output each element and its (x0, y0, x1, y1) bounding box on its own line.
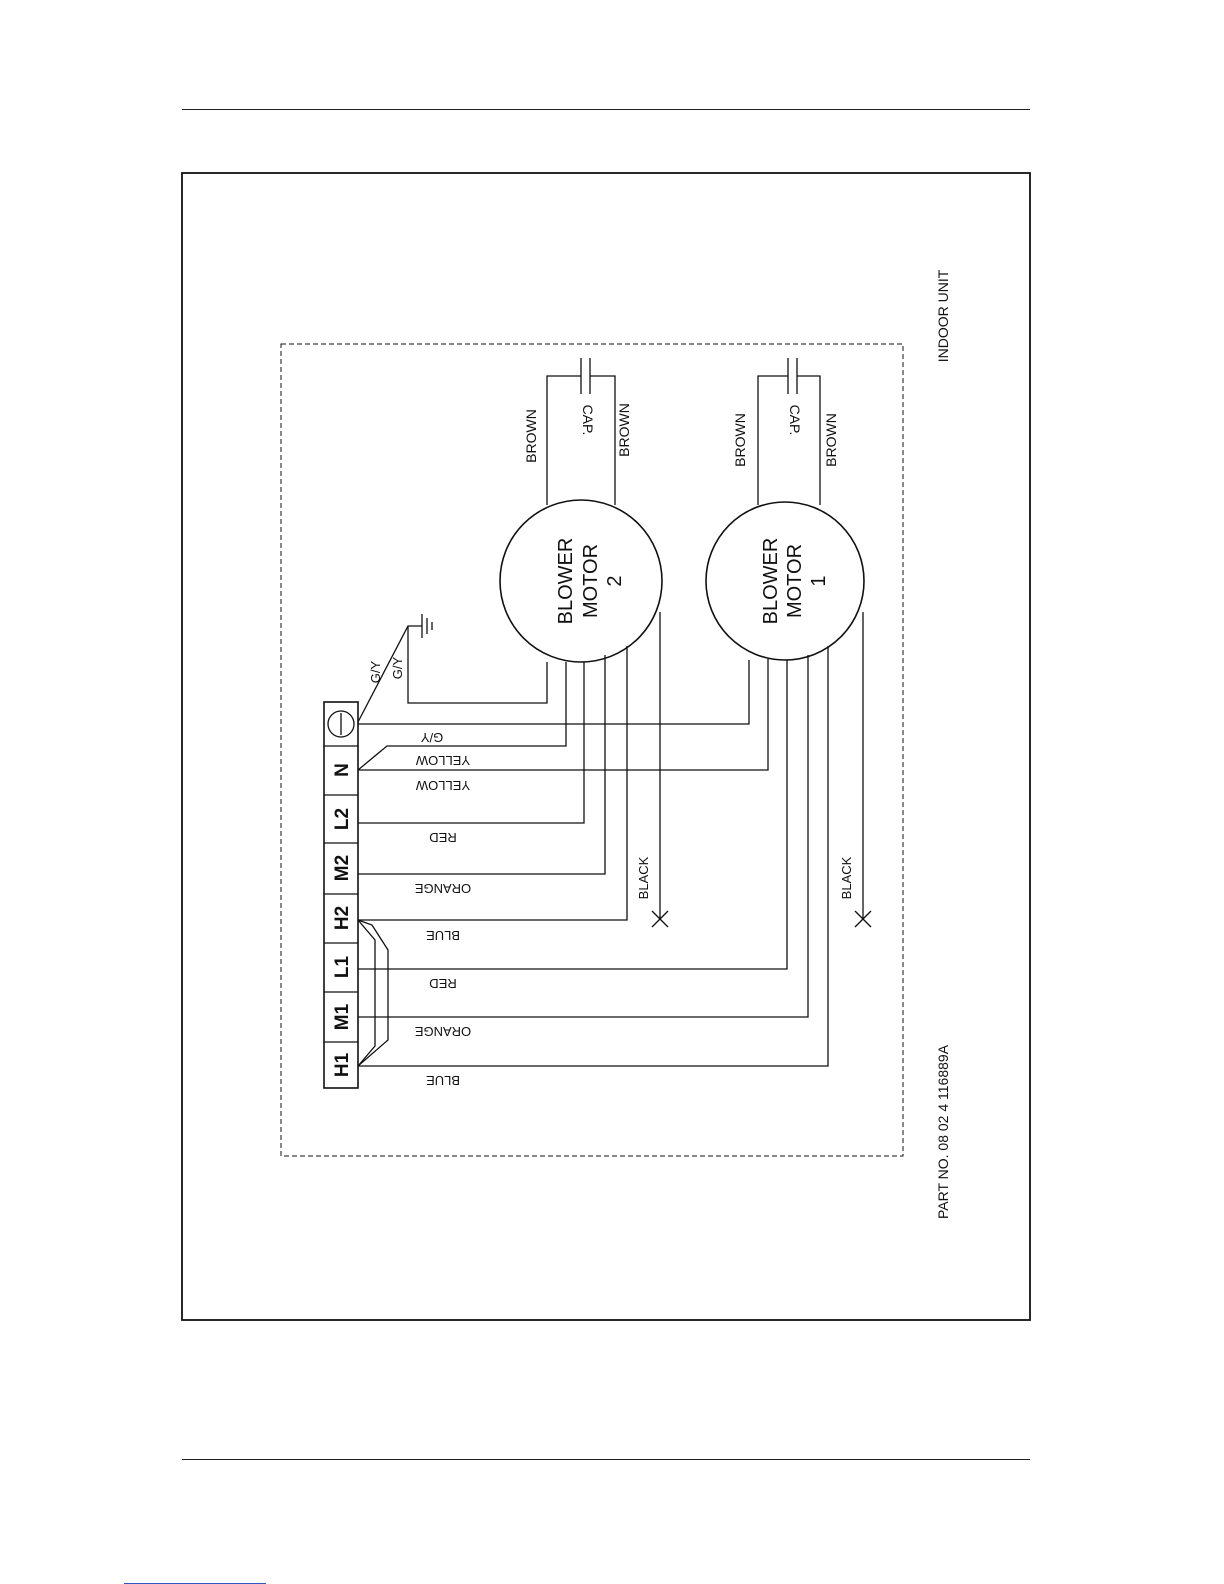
gy-wire-label: G/Y (420, 730, 443, 745)
ground-label-1: G/Y (368, 660, 383, 683)
motor-2-brown-b: BROWN (616, 403, 632, 457)
red-wire-1-label: RED (429, 976, 456, 991)
motor-2-line2: MOTOR (580, 544, 602, 618)
indoor-unit-boundary (281, 344, 903, 1156)
earth-wiring (358, 614, 749, 724)
terminal-m2: M2 (332, 855, 353, 881)
motor-1-brown-a: BROWN (732, 413, 748, 467)
part-number: PART NO. 08 02 4 116889A (935, 1044, 951, 1219)
black-wire-2-label: BLACK (636, 856, 651, 899)
ground-label-2: G/Y (390, 656, 405, 679)
motor-2-brown-a: BROWN (523, 409, 539, 463)
terminal-l1: L1 (332, 955, 353, 978)
blue-wire-1-label: BLUE (426, 1073, 460, 1088)
jumper-wires (358, 920, 388, 1066)
blue-wire-2-label: BLUE (426, 928, 460, 943)
cap-2-label: CAP. (580, 405, 596, 436)
motor-1-brown-b: BROWN (823, 413, 839, 467)
indoor-unit-label: INDOOR UNIT (935, 269, 951, 362)
black-wire-1-label: BLACK (839, 856, 854, 899)
motor-2-line3: 2 (604, 575, 626, 586)
terminal-l2: L2 (332, 808, 353, 830)
orange-wire-2-label: ORANGE (415, 881, 472, 896)
terminal-labels: N L2 M2 H2 L1 M1 H1 (332, 763, 353, 1077)
cap-1-label: CAP. (787, 405, 803, 436)
terminal-m1: M1 (332, 1003, 353, 1030)
terminal-n: N (332, 763, 353, 777)
motor-1-line1: BLOWER (760, 538, 782, 625)
yellow-wire-1-label: YELLOW (415, 778, 470, 793)
motor-1-line2: MOTOR (784, 544, 806, 618)
terminal-h1: H1 (332, 1052, 353, 1077)
red-wire-2-label: RED (429, 830, 456, 845)
terminal-h2: H2 (332, 906, 353, 930)
motor-2-line1: BLOWER (555, 538, 577, 625)
yellow-wire-2-label: YELLOW (415, 753, 470, 768)
motor-1-line3: 1 (808, 575, 830, 586)
orange-wire-1-label: ORANGE (415, 1024, 472, 1039)
